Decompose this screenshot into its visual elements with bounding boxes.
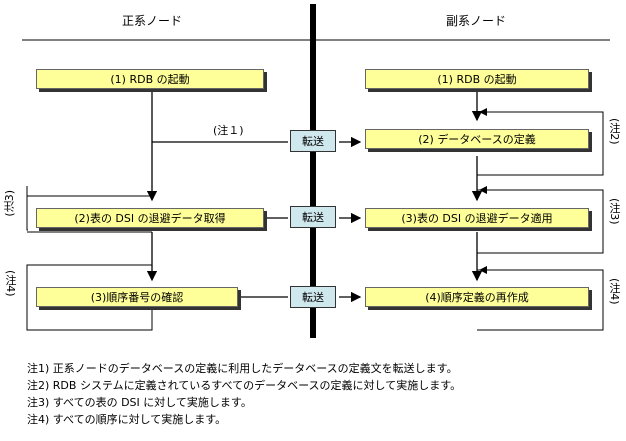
secondary-step-recreate-sequence: (4)順序定義の再作成 xyxy=(365,287,589,307)
secondary-node-header: 副系ノード xyxy=(446,14,507,28)
footnote-4: 注4) すべての順序に対して実施します。 xyxy=(27,413,227,426)
footnote-2: 注2) RDB システムに定義されているすべてのデータベースの定義に対して実施し… xyxy=(27,379,462,392)
secondary-step-start-rdb: (1) RDB の起動 xyxy=(365,69,589,89)
primary-step-get-dsi: (2)表の DSI の退避データ取得 xyxy=(36,208,264,228)
note-3-left-label: (注3) xyxy=(3,190,16,217)
note-4-left-label: (注4) xyxy=(4,270,17,297)
transfer-box-3: 転送 xyxy=(290,286,336,308)
primary-step-check-sequence: (3)順序番号の確認 xyxy=(36,287,238,307)
note-1-label: (注１) xyxy=(213,124,244,137)
footnote-3: 注3) すべての表の DSI に対して実施します。 xyxy=(27,396,252,409)
note-4-side-label: (注4) xyxy=(608,278,621,305)
note-3-side-label: (注3) xyxy=(608,198,621,225)
footnote-1: 注1) 正系ノードのデータベースの定義に利用したデータベースの定義文を転送します… xyxy=(27,362,458,375)
secondary-step-define-db: (2) データベースの定義 xyxy=(365,129,589,149)
transfer-box-1: 転送 xyxy=(290,130,336,152)
note-2-side-label: (注2) xyxy=(608,118,621,145)
secondary-step-apply-dsi: (3)表の DSI の退避データ適用 xyxy=(365,208,589,228)
primary-step-start-rdb: (1) RDB の起動 xyxy=(36,69,264,89)
primary-node-header: 正系ノード xyxy=(122,14,183,28)
transfer-box-2: 転送 xyxy=(290,206,336,228)
